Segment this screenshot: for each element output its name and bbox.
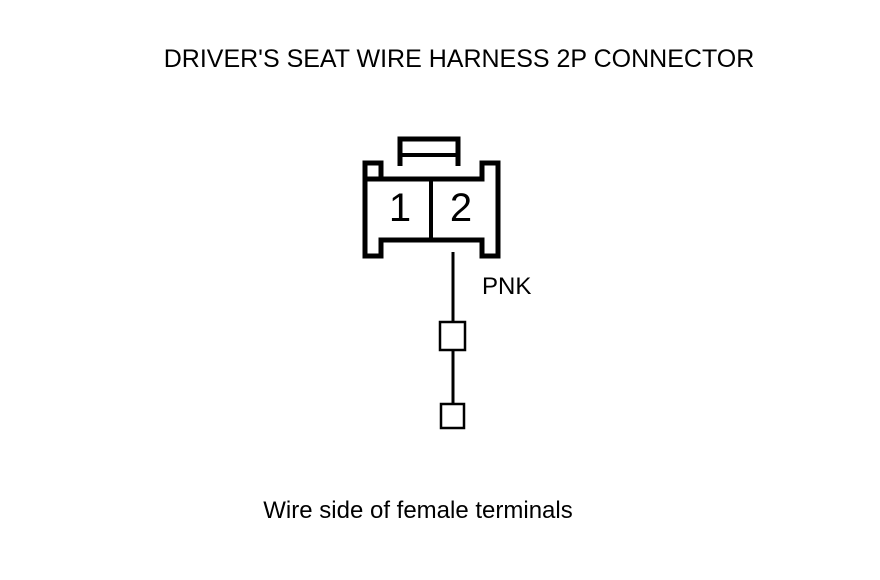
upper-terminal-symbol — [438, 320, 467, 352]
latch-tab-outline — [397, 136, 461, 166]
connector-housing — [362, 160, 501, 259]
diagram-caption: Wire side of female terminals — [263, 497, 572, 524]
pin-1-label: 1 — [389, 186, 411, 230]
page-title: DRIVER'S SEAT WIRE HARNESS 2P CONNECTOR — [164, 45, 755, 73]
connector-latch-tab — [397, 136, 461, 166]
lower-terminal-symbol — [439, 402, 466, 430]
wire-color-label: PNK — [482, 273, 531, 300]
pin-2-label: 2 — [450, 186, 472, 230]
